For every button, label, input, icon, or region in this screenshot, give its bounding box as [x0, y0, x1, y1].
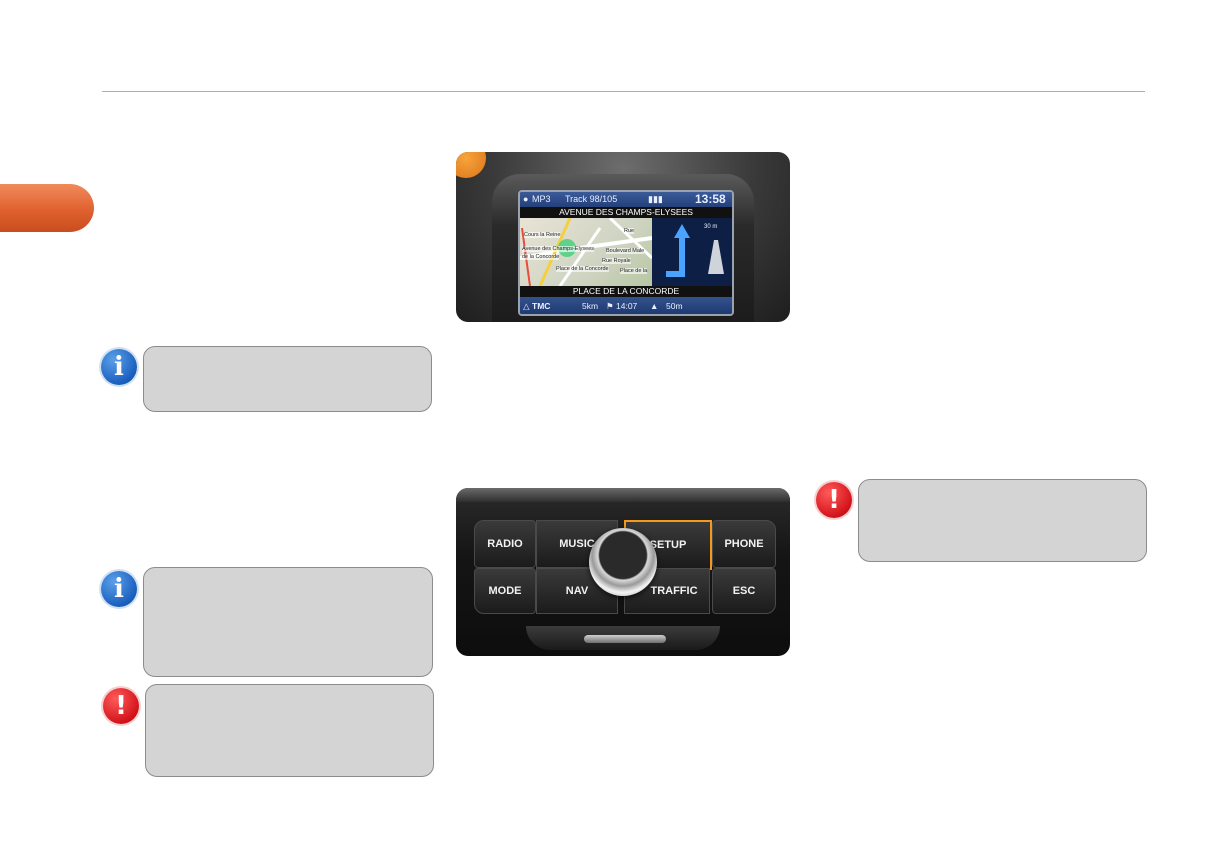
rotary-knob[interactable]: [589, 528, 657, 596]
warning-glyph: !: [828, 485, 840, 515]
mode-button[interactable]: MODE: [474, 568, 536, 614]
warning-glyph: !: [115, 691, 127, 721]
phone-button[interactable]: PHONE: [712, 520, 776, 568]
music-button-label: MUSIC: [559, 538, 595, 550]
warning-icon: !: [103, 688, 139, 724]
info-glyph: i: [114, 352, 124, 382]
current-street: AVENUE DES CHAMPS-ELYSEES: [520, 207, 732, 218]
signal-icon: ▮▮▮: [648, 194, 663, 204]
tmc-indicator: TMC: [532, 301, 551, 311]
map-view: Cours la Reine Rue Avenue des Champs-Ely…: [520, 218, 652, 286]
map-label: de la Concorde: [522, 254, 560, 260]
source-icon: ●: [523, 194, 529, 204]
clock: 13:58: [695, 192, 726, 206]
info-note-2: [143, 567, 433, 677]
esc-button[interactable]: ESC: [712, 568, 776, 614]
traffic-button-label: TRAFFIC: [650, 585, 698, 597]
mode-button-label: MODE: [488, 585, 522, 597]
flag-icon: ⚑: [606, 301, 614, 311]
cd-slot[interactable]: [584, 635, 666, 643]
radio-button-label: RADIO: [487, 538, 523, 550]
next-distance: 50m: [666, 301, 683, 311]
setup-button-label: SETUP: [649, 539, 687, 551]
map-label: Cours la Reine: [524, 232, 561, 238]
panel-top-trim: [456, 488, 790, 502]
arrival-time: 14:07: [616, 301, 638, 311]
map-label: Rue: [624, 228, 635, 234]
turn-arrow-icon: [666, 224, 724, 277]
nav-button-label: NAV: [565, 585, 589, 597]
info-note-1: [143, 346, 432, 412]
info-icon: i: [101, 349, 137, 385]
navigation-screen-photo: ● MP3 Track 98/105 ▮▮▮ 13:58 AVENUE DES …: [456, 152, 790, 322]
chapter-tab: [0, 184, 94, 232]
warning-note-1: [145, 684, 434, 777]
map-label: Place de la Concorde: [556, 266, 609, 272]
map-label: Avenue des Champs-Elysees: [522, 246, 595, 252]
orange-dial: [456, 152, 486, 178]
navigation-display: ● MP3 Track 98/105 ▮▮▮ 13:58 AVENUE DES …: [518, 190, 734, 316]
map-label: Rue Royale: [602, 258, 631, 264]
maneuver-panel: 30 m: [652, 218, 732, 286]
distance-ahead: 30 m: [704, 224, 718, 230]
esc-button-label: ESC: [732, 585, 756, 597]
radio-button[interactable]: RADIO: [474, 520, 536, 568]
audio-source: MP3: [532, 194, 551, 204]
map-label: Boulevard Male: [606, 248, 645, 254]
warning-note-2: [858, 479, 1147, 562]
warning-icon: !: [816, 482, 852, 518]
info-icon: i: [101, 571, 137, 607]
next-street: PLACE DE LA CONCORDE: [520, 286, 732, 297]
info-glyph: i: [114, 574, 124, 604]
triangle-icon: ▲: [650, 301, 659, 311]
display-status-bar: ● MP3 Track 98/105 ▮▮▮ 13:58: [520, 192, 732, 207]
traffic-warning-icon: △: [523, 301, 530, 311]
header-rule: [102, 91, 1145, 92]
remaining-distance: 5km: [582, 301, 599, 311]
display-info-bar: △ TMC 5km ⚑ 14:07 ▲ 50m: [520, 297, 732, 314]
track-info: Track 98/105: [565, 194, 618, 204]
phone-button-label: PHONE: [724, 538, 764, 550]
map-label: Place de la: [620, 268, 648, 274]
control-panel-photo: RADIO MUSIC SETUP PHONE MODE NAV TRAFFIC…: [456, 488, 790, 656]
